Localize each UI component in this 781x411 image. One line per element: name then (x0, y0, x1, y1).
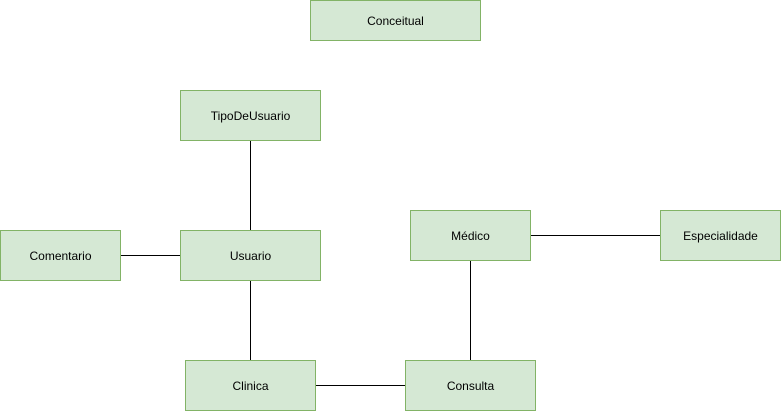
entity-label: Comentario (29, 248, 92, 263)
entity-label: Especialidade (683, 228, 758, 243)
entity-especialidade[interactable]: Especialidade (660, 210, 781, 261)
entity-clinica[interactable]: Clinica (185, 360, 316, 411)
entity-comentario[interactable]: Comentario (0, 230, 121, 281)
entity-label: Clinica (232, 378, 269, 393)
entity-label: TipoDeUsuario (210, 108, 291, 123)
entity-label: Médico (451, 228, 490, 243)
entity-medico[interactable]: Médico (410, 210, 531, 261)
entity-label: Usuario (229, 248, 272, 263)
entity-tipodeusuario[interactable]: TipoDeUsuario (180, 90, 321, 141)
diagram-title-box[interactable]: Conceitual (310, 0, 481, 41)
diagram-title: Conceitual (367, 13, 424, 28)
entity-consulta[interactable]: Consulta (405, 360, 536, 411)
entity-usuario[interactable]: Usuario (180, 230, 321, 281)
entity-label: Consulta (446, 378, 495, 393)
